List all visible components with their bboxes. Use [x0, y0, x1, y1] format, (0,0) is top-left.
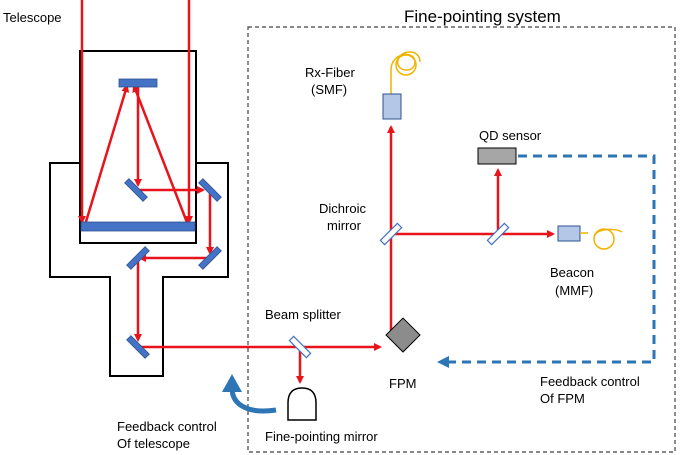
feedback-telescope-label-2: Of telescope	[117, 436, 190, 451]
telescope-mount-left	[49, 162, 229, 377]
telescope-label: Telescope	[3, 10, 62, 25]
rx-fiber-cable	[390, 51, 421, 94]
feedback-telescope-label-1: Feedback control	[117, 419, 217, 434]
diagonal-mirror-2	[198, 178, 222, 202]
qd-sensor-box	[477, 147, 517, 165]
beam-splitter-plate	[288, 335, 312, 359]
dichroic-label-2: mirror	[327, 218, 362, 233]
laser-beam-paths	[78, 0, 555, 384]
feedback-fpm-label-2: Of FPM	[540, 391, 585, 406]
feedback-arrowhead-telescope	[222, 374, 242, 392]
primary-to-secondary-left	[83, 84, 130, 226]
diagonal-mirror-4	[126, 246, 150, 270]
rx-fiber-label-2: (SMF)	[311, 82, 347, 97]
diagonal-mirror-3	[198, 246, 222, 270]
secondary-mirror	[118, 78, 158, 88]
beacon-connector	[557, 225, 581, 242]
primary-mirror	[80, 221, 196, 232]
fine-pointing-mirror-icon	[287, 387, 317, 421]
fine-pointing-mirror-label: Fine-pointing mirror	[265, 429, 378, 444]
telescope-tube	[79, 50, 197, 244]
feedback-fpm-label-1: Feedback control	[540, 374, 640, 389]
beacon-fiber-tail	[593, 228, 623, 237]
beacon-label-1: Beacon	[550, 265, 594, 280]
beacon	[557, 225, 623, 250]
telescope-housing	[49, 50, 229, 377]
beacon-fiber-coil-icon	[593, 228, 615, 250]
feedback-loop-fpm	[437, 154, 656, 368]
rx-fiber-label-1: Rx-Fiber	[305, 65, 356, 80]
fpm-diamond-icon	[385, 317, 421, 353]
feedback-arrow-telescope	[229, 387, 277, 414]
beacon-splitter-plate	[486, 222, 510, 246]
rx-fiber-connector	[382, 93, 402, 120]
dichroic-label-1: Dichroic	[319, 201, 366, 216]
diagonal-mirror-5	[126, 335, 150, 359]
dichroic-mirror-plate	[379, 222, 403, 246]
diagonal-mirror-1	[124, 178, 148, 202]
fpm-label: FPM	[389, 376, 416, 391]
rx-fiber	[382, 51, 421, 120]
primary-to-secondary-right	[132, 84, 190, 226]
beam-splitter-label: Beam splitter	[265, 307, 342, 322]
fine-pointing-system-boundary	[247, 26, 676, 453]
beam-splitters	[288, 222, 510, 359]
rx-fiber-coil-icon	[395, 54, 417, 76]
telescope-mirrors	[80, 78, 222, 359]
qd-sensor-label: QD sensor	[479, 128, 542, 143]
beacon-label-2: (MMF)	[555, 283, 593, 298]
system-title: Fine-pointing system	[404, 7, 561, 26]
